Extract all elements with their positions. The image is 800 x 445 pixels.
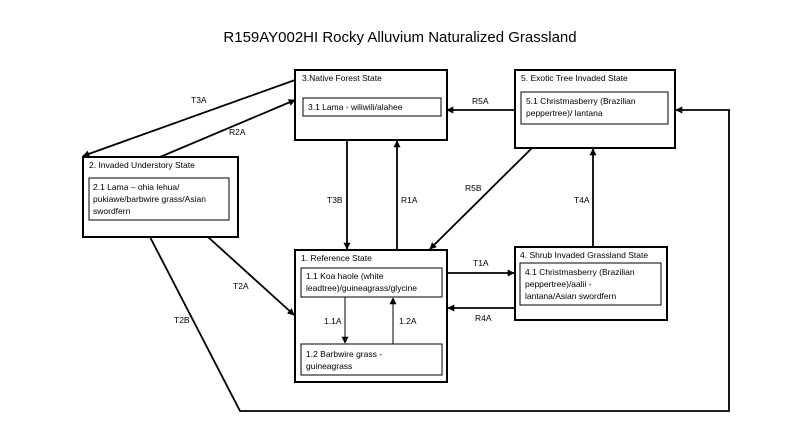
state-native-forest-title: 3.Native Forest State — [302, 73, 382, 83]
transition-r2a-label: R2A — [229, 127, 246, 137]
transition-t2b-arrow — [149, 106, 730, 412]
community-2-1-line-2: pukiawe/barbwire grass/Asian — [93, 194, 206, 204]
transition-t2a-arrow — [207, 236, 295, 316]
state-shrub-invaded-grassland-title: 4. Shrub Invaded Grassland State — [520, 250, 648, 260]
transition-r4a-label: R4A — [475, 313, 492, 323]
state-exotic-tree-invaded: 5. Exotic Tree Invaded State 5.1 Christm… — [514, 69, 676, 149]
transition-t4a-label: T4A — [574, 195, 590, 205]
community-2-1-line-1: 2.1 Lama – ohia lehua/ — [93, 182, 180, 192]
community-1-2-line-2: guineagrass — [306, 361, 352, 371]
transition-t3b-label: T3B — [327, 195, 343, 205]
community-4-1-line-3: lantana/Asian swordfern — [525, 291, 616, 301]
state-invaded-understory-title: 2. Invaded Understory State — [89, 160, 195, 170]
state-invaded-understory: 2. Invaded Understory State 2.1 Lama – o… — [82, 156, 239, 238]
community-1-1-line-2: leadtree)/guineagrass/glycine — [306, 283, 417, 293]
community-3-1-label: 3.1 Lama - wiliwili/alahee — [308, 102, 403, 112]
state-exotic-tree-invaded-title: 5. Exotic Tree Invaded State — [521, 73, 628, 83]
community-2-1-line-3: swordfern — [93, 206, 131, 216]
pathway-1-2a-label: 1.2A — [399, 316, 417, 326]
community-4-1-line-1: 4.1 Christmasberry (Brazilian — [525, 267, 635, 277]
community-4-1-line-2: peppertree)/aalii - — [525, 279, 592, 289]
transition-r1a-label: R1A — [401, 195, 418, 205]
transition-r5b-arrow — [429, 147, 533, 250]
transition-t1a-label: T1A — [473, 258, 489, 268]
diagram-title: R159AY002HI Rocky Alluvium Naturalized G… — [223, 29, 576, 46]
state-native-forest: 3.Native Forest State 3.1 Lama - wiliwil… — [294, 69, 448, 141]
pathway-1-1a-label: 1.1A — [324, 316, 342, 326]
transition-r2a-arrow — [159, 99, 296, 158]
transition-t2b-label: T2B — [174, 315, 190, 325]
transition-t3a-label: T3A — [191, 95, 207, 105]
community-5-1-line-1: 5.1 Christmasberry (Brazilian — [526, 96, 636, 106]
transition-r5b-label: R5B — [465, 183, 482, 193]
state-reference: 1. Reference State 1.1 Koa haole (white … — [294, 249, 448, 383]
state-reference-title: 1. Reference State — [301, 253, 372, 263]
community-1-1-line-1: 1.1 Koa haole (white — [306, 271, 384, 281]
state-shrub-invaded-grassland: 4. Shrub Invaded Grassland State 4.1 Chr… — [514, 246, 668, 321]
community-5-1-line-2: peppertree)/ lantana — [526, 108, 603, 118]
transition-t3a-arrow — [82, 79, 296, 158]
transition-t2a-label: T2A — [233, 281, 249, 291]
community-1-2-line-1: 1.2 Barbwire grass - — [306, 349, 382, 359]
transition-r5a-label: R5A — [472, 96, 489, 106]
